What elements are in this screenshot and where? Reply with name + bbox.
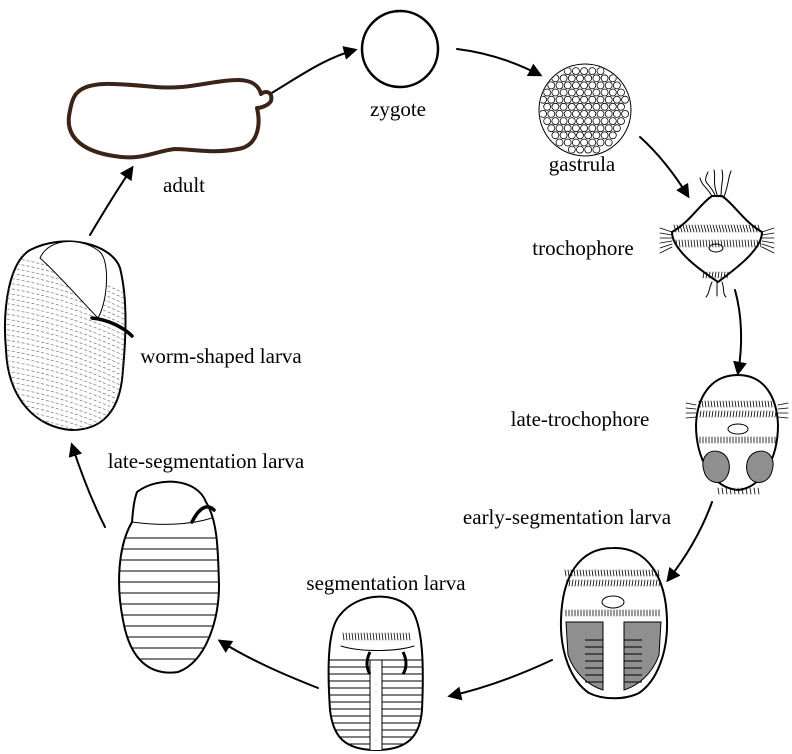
adult-illustration	[66, 78, 274, 160]
label-segmentation: segmentation larva	[306, 571, 466, 595]
cycle-arrows	[68, 46, 747, 701]
arrow-trochophore-to-late-trochophore	[733, 289, 747, 376]
late-trochophore-illustration	[685, 374, 789, 495]
label-early-segmentation: early-segmentation larva	[463, 505, 672, 529]
trochophore-illustration	[659, 169, 775, 298]
label-late-trochophore: late-trochophore	[511, 407, 650, 431]
label-adult: adult	[163, 173, 205, 197]
arrow-to-early-segmentation	[666, 501, 713, 583]
arrow-to-worm-shaped	[68, 442, 106, 528]
late-segmentation-illustration	[118, 480, 220, 674]
arrow-to-segmentation	[447, 659, 553, 701]
label-late-segmentation: late-segmentation larva	[108, 449, 305, 473]
arrow-gastrula-to-trochophore	[639, 136, 690, 199]
arrow-adult-to-zygote	[269, 46, 358, 95]
segmentation-larva-illustration	[327, 595, 424, 751]
label-gastrula: gastrula	[549, 152, 616, 176]
arrow-zygote-to-gastrula	[456, 48, 543, 77]
worm-shaped-illustration	[4, 240, 134, 431]
early-segmentation-illustration	[559, 546, 669, 700]
label-worm-shaped: worm-shaped larva	[140, 344, 302, 368]
stage-labels: zygote gastrula trochophore late-trochop…	[108, 97, 672, 595]
arrow-to-adult	[89, 165, 134, 236]
arrow-to-late-segmentation	[217, 639, 319, 689]
label-zygote: zygote	[370, 97, 426, 121]
gastrula-illustration	[538, 63, 632, 157]
zygote-illustration	[360, 9, 440, 89]
label-trochophore: trochophore	[532, 236, 633, 260]
